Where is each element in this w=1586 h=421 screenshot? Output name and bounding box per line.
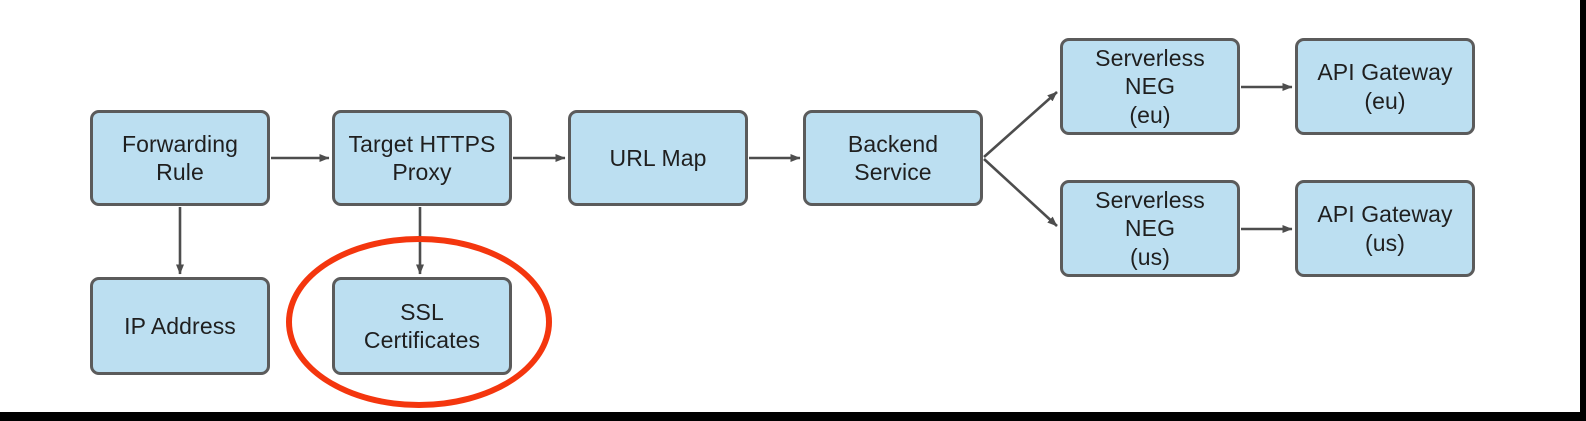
- node-api-gateway-us[interactable]: API Gateway (us): [1295, 180, 1475, 277]
- node-api-gateway-eu[interactable]: API Gateway (eu): [1295, 38, 1475, 135]
- node-forwarding-rule[interactable]: Forwarding Rule: [90, 110, 270, 206]
- connector-backend-service-to-serverless-neg-eu: [983, 91, 1058, 158]
- node-serverless-neg-eu[interactable]: Serverless NEG (eu): [1060, 38, 1240, 135]
- connector-backend-service-to-serverless-neg-us: [983, 158, 1058, 227]
- node-target-https-proxy[interactable]: Target HTTPS Proxy: [332, 110, 512, 206]
- node-serverless-neg-us[interactable]: Serverless NEG (us): [1060, 180, 1240, 277]
- node-ssl-certificates[interactable]: SSL Certificates: [332, 277, 512, 375]
- node-backend-service[interactable]: Backend Service: [803, 110, 983, 206]
- node-ip-address[interactable]: IP Address: [90, 277, 270, 375]
- node-url-map[interactable]: URL Map: [568, 110, 748, 206]
